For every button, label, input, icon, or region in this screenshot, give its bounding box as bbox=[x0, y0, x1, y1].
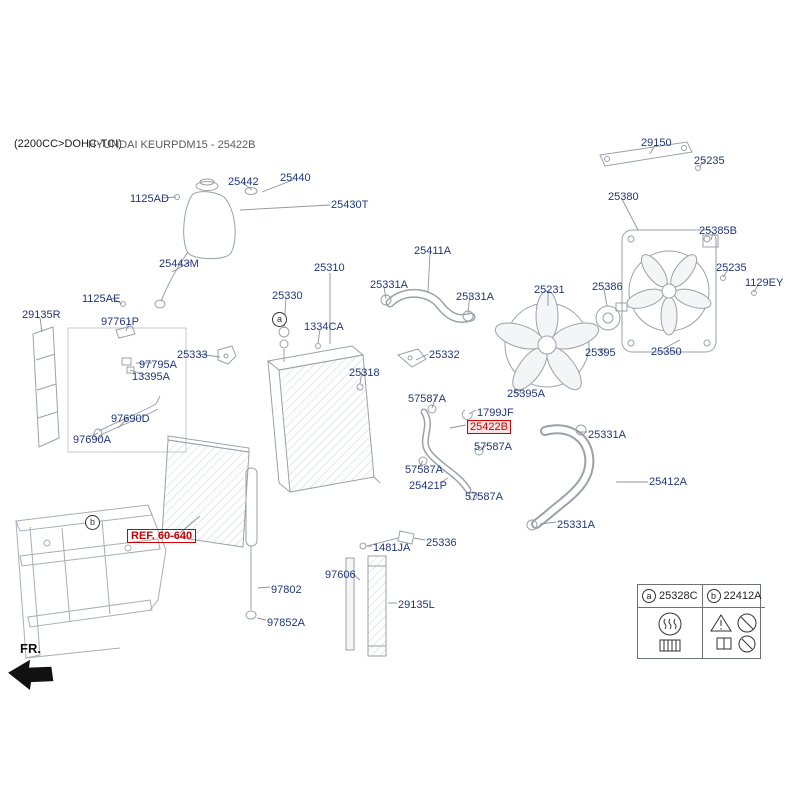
part-label: 25331A bbox=[588, 429, 626, 441]
part-label: 25443M bbox=[159, 258, 199, 270]
part-label: 97802 bbox=[271, 584, 302, 596]
part-label: 25310 bbox=[314, 262, 345, 274]
side-air-guard-left bbox=[32, 326, 60, 448]
no-touch-icon bbox=[737, 613, 757, 633]
cooling-fan-blade bbox=[494, 290, 600, 391]
part-label: 25350 bbox=[651, 346, 682, 358]
part-label: 97690D bbox=[111, 413, 150, 425]
hot-coolant-caution-icon bbox=[658, 612, 682, 652]
part-label: 25380 bbox=[608, 191, 639, 203]
part-label: 1799JF bbox=[477, 407, 514, 419]
part-label: 25235 bbox=[694, 155, 725, 167]
hose-bracket bbox=[396, 348, 427, 368]
part-label: 25331A bbox=[557, 519, 595, 531]
part-label: 25411A bbox=[414, 245, 452, 257]
radiator-mount-bracket bbox=[217, 345, 237, 365]
part-label: 1125AD bbox=[130, 193, 169, 205]
fan-bolt bbox=[515, 389, 521, 395]
fr-arrow-icon bbox=[8, 659, 54, 690]
upper-mounting-bracket bbox=[599, 141, 693, 167]
part-label: 25430T bbox=[331, 199, 369, 211]
part-label: 97606 bbox=[325, 569, 356, 581]
part-label: 57587A bbox=[408, 393, 446, 405]
ref-link-60-640: REF. 60-640 bbox=[127, 529, 197, 543]
part-label: 57587A bbox=[474, 441, 512, 453]
legend-box: a 25328C b 22412A bbox=[637, 584, 766, 659]
part-label: 57587A bbox=[405, 464, 443, 476]
motor-bolt bbox=[600, 348, 606, 354]
no-open-icon bbox=[738, 635, 756, 653]
filler-neck-parts bbox=[93, 301, 161, 440]
part-label: 97852A bbox=[267, 617, 305, 629]
air-guard-lower bbox=[345, 555, 387, 657]
part-label: 25318 bbox=[349, 367, 380, 379]
legend-row-a: a 25328C bbox=[638, 585, 702, 607]
cap-warning-icons bbox=[710, 613, 757, 653]
lower-radiator-hose bbox=[526, 424, 595, 531]
part-label: 97690A bbox=[73, 434, 111, 446]
legend-callout-b: b bbox=[706, 589, 721, 603]
part-label: 25421P bbox=[409, 480, 447, 492]
part-label: 25395 bbox=[585, 347, 616, 359]
part-label: 1129EY bbox=[745, 277, 784, 289]
legend-part-b: 22412A bbox=[723, 590, 762, 602]
part-label: 25333 bbox=[177, 349, 208, 361]
heater-hoses bbox=[418, 404, 484, 501]
part-label-highlighted: 25422B bbox=[467, 420, 511, 434]
radiator bbox=[266, 326, 381, 493]
legend-icon-cell-b bbox=[701, 607, 766, 658]
part-label: 13395A bbox=[132, 371, 170, 383]
part-label: 29135R bbox=[22, 309, 61, 321]
part-label: 25331A bbox=[370, 279, 408, 291]
engine-spec-text: (2200CC>DOHC-TCI) bbox=[14, 138, 122, 150]
part-label: 97795A bbox=[139, 359, 177, 371]
part-label: 25395A bbox=[507, 388, 545, 400]
fan-shroud bbox=[621, 165, 757, 353]
callout-b: b bbox=[85, 515, 100, 530]
part-label: 25336 bbox=[426, 537, 457, 549]
front-end-module bbox=[15, 504, 167, 659]
part-label: 25235 bbox=[716, 262, 747, 274]
legend-part-a: 25328C bbox=[659, 590, 698, 602]
part-label: 25440 bbox=[280, 172, 311, 184]
part-label: 1334CA bbox=[304, 321, 344, 333]
fr-direction-label: FR. bbox=[20, 641, 41, 656]
part-label: 25332 bbox=[429, 349, 460, 361]
part-label: 57587A bbox=[465, 491, 503, 503]
part-label: 25412A bbox=[649, 476, 687, 488]
part-label: 25231 bbox=[534, 284, 565, 296]
coolant-reservoir bbox=[154, 178, 258, 309]
part-label: 29150 bbox=[641, 137, 672, 149]
warning-triangle-icon bbox=[710, 614, 732, 632]
condenser bbox=[161, 435, 258, 620]
part-label: 25386 bbox=[592, 281, 623, 293]
legend-row-b: b 22412A bbox=[701, 585, 766, 607]
leader-lines bbox=[39, 144, 759, 621]
part-label: 25442 bbox=[228, 176, 259, 188]
part-label: 1125AE bbox=[82, 293, 121, 305]
part-label: 25330 bbox=[272, 290, 303, 302]
upper-radiator-hose bbox=[380, 288, 476, 323]
part-label: 97761P bbox=[101, 316, 139, 328]
callout-a: a bbox=[272, 312, 287, 327]
catalog-title: HYUNDAI KEURPDM15 - 25422B bbox=[88, 139, 256, 151]
legend-callout-a: a bbox=[642, 589, 656, 603]
part-label: 1481JA bbox=[373, 542, 411, 554]
part-label: 29135L bbox=[398, 599, 435, 611]
part-label: 25331A bbox=[456, 291, 494, 303]
legend-icon-cell-a bbox=[638, 607, 702, 658]
part-label: 25385B bbox=[699, 225, 737, 237]
